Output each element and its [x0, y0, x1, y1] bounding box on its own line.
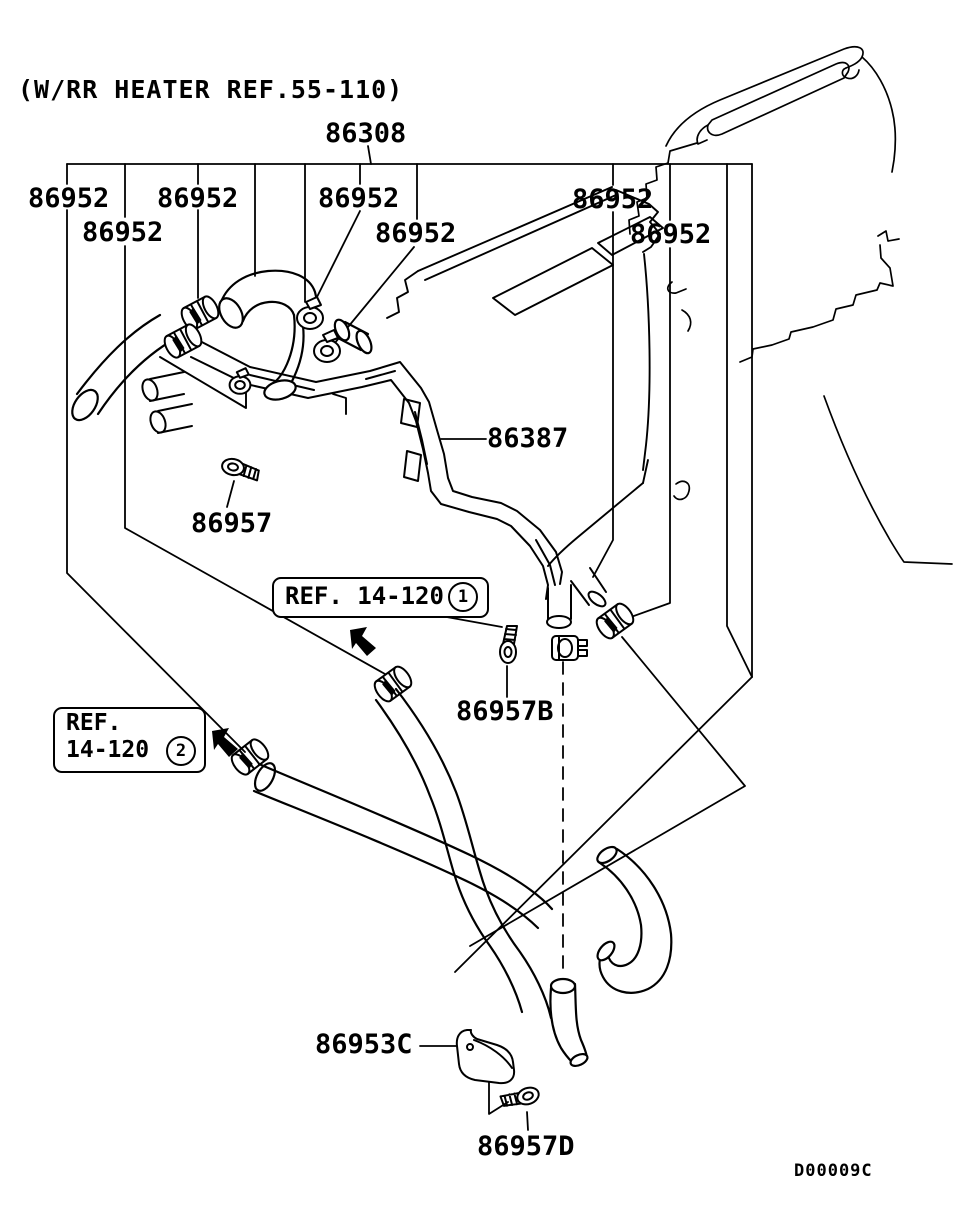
part-label-86957: 86957	[191, 508, 273, 539]
arrow-icon	[350, 627, 376, 656]
arrow-icon	[212, 728, 238, 757]
body-outline	[629, 47, 952, 564]
part-label-86952-4: 86952	[572, 184, 654, 215]
part-label-86952-3: 86952	[318, 183, 400, 214]
part-label-86957B: 86957B	[456, 696, 554, 727]
part-label-86952-2: 86952	[157, 183, 239, 214]
direction-arrows	[212, 627, 376, 757]
ref-box-1	[272, 577, 489, 618]
ref1-circled-number: 1	[448, 582, 478, 612]
leader-lines	[67, 146, 752, 1130]
heater-unit	[160, 187, 663, 566]
part-label-86957D: 86957D	[477, 1131, 575, 1162]
bottom-hoses	[251, 689, 671, 1068]
part-label-86953C: 86953C	[315, 1029, 413, 1060]
part-label-86387: 86387	[487, 423, 569, 454]
ref2-text-line2: 14-120	[66, 737, 150, 763]
hose-clamps	[160, 292, 638, 779]
diagram-note: (W/RR HEATER REF.55-110)	[18, 75, 404, 104]
doc-code: D00009C	[794, 1161, 873, 1181]
part-label-86308: 86308	[325, 118, 407, 149]
bracket-86953C	[457, 1030, 514, 1083]
ref1-text: REF. 14-120	[285, 582, 444, 610]
ref2-text-line1: REF.	[66, 710, 122, 736]
part-label-86952-6: 86952	[375, 218, 457, 249]
ref2-circled-number: 2	[166, 736, 196, 766]
elbow-hose	[214, 271, 374, 403]
left-hose	[67, 315, 176, 425]
part-label-86952-1: 86952	[28, 183, 110, 214]
part-label-86952-7: 86952	[630, 219, 712, 250]
part-label-86952-5: 86952	[82, 217, 164, 248]
